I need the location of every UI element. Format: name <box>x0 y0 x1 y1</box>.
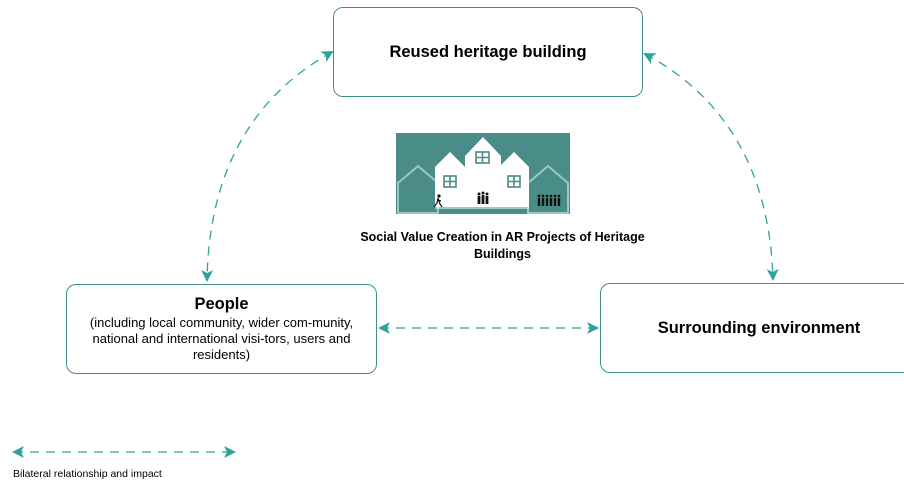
heritage-buildings-illustration <box>396 133 570 214</box>
arrow-building-environment <box>643 53 779 281</box>
arrow-building-people <box>201 51 334 282</box>
illustration-caption: Social Value Creation in AR Projects of … <box>360 230 645 261</box>
node-surrounding-environment: Surrounding environment <box>600 283 904 373</box>
node-people: People (including local community, wider… <box>66 284 377 374</box>
node-title: Surrounding environment <box>657 318 861 337</box>
house-center-icon <box>465 137 501 207</box>
node-reused-heritage-building: Reused heritage building <box>333 7 643 97</box>
node-title: Reused heritage building <box>389 42 587 61</box>
node-title: People <box>194 295 249 313</box>
node-subtitle: (including local community, wider com-mu… <box>89 315 354 362</box>
legend-label: Bilateral relationship and impact <box>13 468 162 480</box>
